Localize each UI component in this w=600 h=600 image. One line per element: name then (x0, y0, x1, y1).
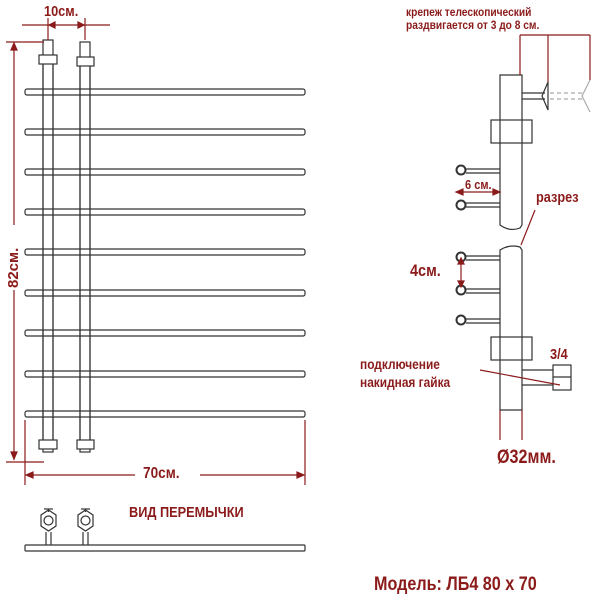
thread-size-label: 3/4 (550, 346, 568, 363)
jumper-view (24, 508, 306, 552)
telescopic-mount-line1: крепеж телескопический (406, 5, 532, 19)
front-view (24, 39, 306, 453)
side-dimensions (454, 34, 591, 440)
section-label: разрез (536, 189, 579, 206)
rail-spacing-label: 4см. (410, 261, 441, 280)
connection-label-line2: накидная гайка (360, 374, 451, 390)
side-view (455, 74, 572, 411)
front-dimensions (6, 18, 306, 485)
telescopic-mount-line2: раздвигается от 3 до 8 см. (406, 18, 540, 32)
telescopic-extension (550, 79, 591, 113)
jumper-view-label: ВИД ПЕРЕМЫЧКИ (129, 504, 244, 521)
model-label: Модель: ЛБ4 80 х 70 (374, 574, 537, 595)
pipe-diameter-label: Ø32мм. (497, 447, 556, 468)
height-label: 82см. (5, 247, 22, 288)
connection-label-line1: подключение (360, 356, 440, 372)
rail-depth-label: 6 см. (465, 177, 492, 192)
riser-spacing-label: 10см. (44, 3, 79, 20)
width-label: 70см. (143, 465, 180, 482)
